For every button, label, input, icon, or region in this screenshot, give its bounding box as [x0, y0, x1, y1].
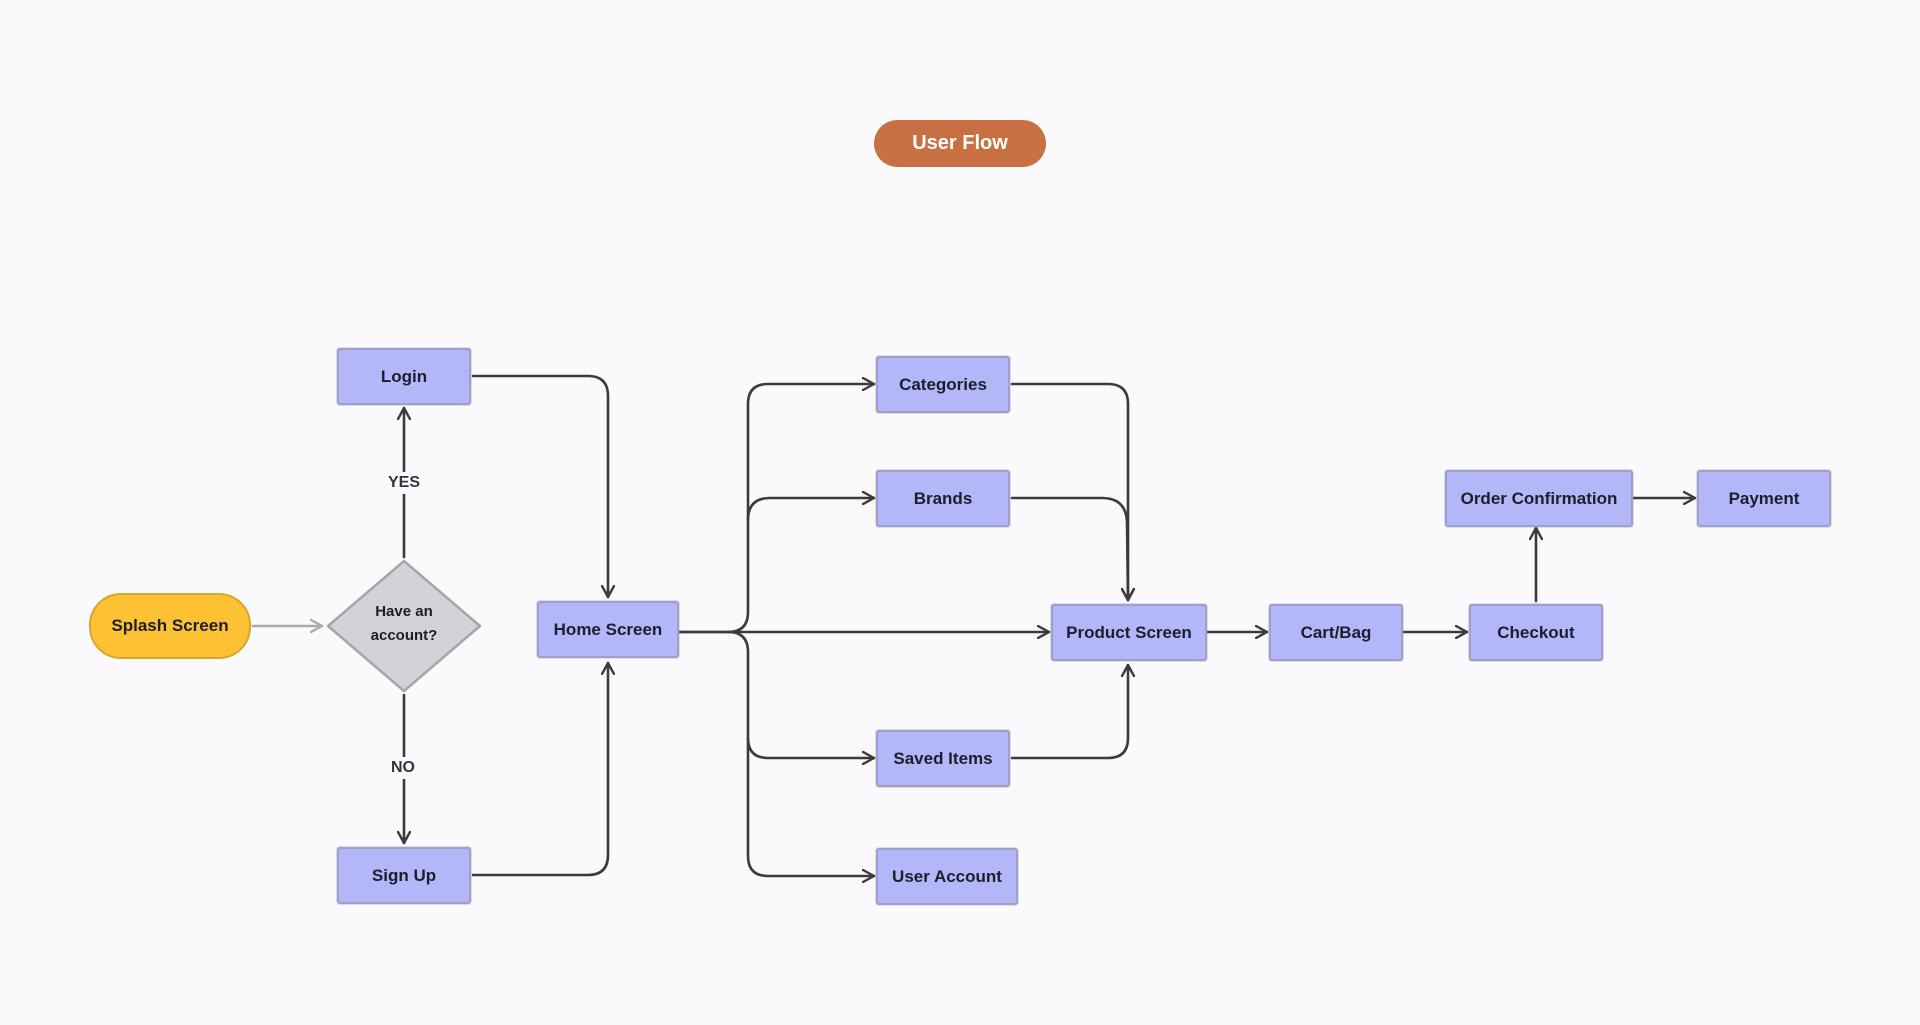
- node-home-screen-label: Home Screen: [553, 619, 663, 639]
- node-checkout-label: Checkout: [1497, 622, 1575, 642]
- node-brands[interactable]: Brands: [876, 470, 1010, 527]
- edge-login-home: [471, 374, 608, 599]
- edge-saved-product: [1010, 663, 1128, 760]
- node-home-screen[interactable]: Home Screen: [537, 601, 679, 658]
- edge-home-account: [746, 736, 876, 876]
- node-user-account-label: User Account: [892, 866, 1002, 886]
- decision-line-1: Have an: [375, 603, 433, 620]
- node-sign-up-label: Sign Up: [371, 865, 437, 885]
- edge-categories-product: [1010, 382, 1128, 602]
- node-splash-screen[interactable]: Splash Screen: [89, 593, 251, 659]
- node-categories-label: Categories: [899, 374, 987, 394]
- node-splash-screen-label: Splash Screen: [111, 616, 229, 635]
- node-login[interactable]: Login: [337, 348, 471, 405]
- node-order-confirmation-label: Order Confirmation: [1460, 488, 1618, 508]
- node-payment[interactable]: Payment: [1697, 470, 1831, 527]
- edge-home-trunk: [677, 384, 876, 634]
- node-saved-items-label: Saved Items: [893, 748, 993, 768]
- node-cart-bag[interactable]: Cart/Bag: [1269, 604, 1403, 661]
- edge-label-no: NO: [387, 757, 419, 779]
- node-saved-items[interactable]: Saved Items: [876, 730, 1010, 787]
- node-payment-label: Payment: [1728, 488, 1800, 508]
- edge-brands-product: [1010, 496, 1128, 602]
- diagram-title: User Flow: [874, 120, 1046, 167]
- node-categories[interactable]: Categories: [876, 356, 1010, 413]
- node-sign-up[interactable]: Sign Up: [337, 847, 471, 904]
- node-user-account[interactable]: User Account: [876, 848, 1018, 905]
- node-order-confirmation[interactable]: Order Confirmation: [1445, 470, 1633, 527]
- node-brands-label: Brands: [913, 488, 973, 508]
- node-decision-label: Have an account?: [325, 600, 483, 648]
- node-cart-bag-label: Cart/Bag: [1300, 622, 1372, 642]
- node-checkout[interactable]: Checkout: [1469, 604, 1603, 661]
- node-product-screen[interactable]: Product Screen: [1051, 604, 1207, 661]
- edge-signup-home: [471, 661, 608, 877]
- node-login-label: Login: [380, 366, 428, 386]
- edge-label-yes: YES: [383, 472, 425, 494]
- decision-line-2: account?: [370, 627, 438, 644]
- edge-home-brands: [746, 498, 876, 522]
- node-product-screen-label: Product Screen: [1066, 622, 1192, 642]
- edge-home-saved: [726, 630, 876, 758]
- decision-diamond[interactable]: [326, 559, 482, 693]
